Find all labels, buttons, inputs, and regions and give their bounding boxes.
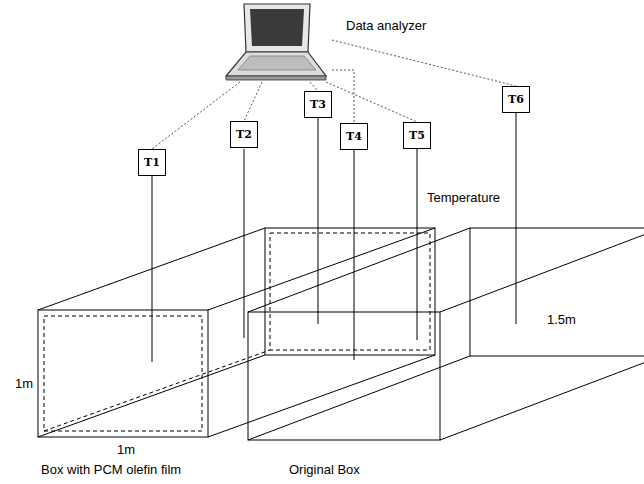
pcm-film-back <box>270 233 430 350</box>
box-back-face <box>265 228 435 355</box>
laptop-icon <box>222 2 332 82</box>
sensor-label: T2 <box>236 128 252 141</box>
sensor-label: T3 <box>310 98 326 111</box>
signal-line <box>332 70 354 123</box>
temperature-sensor: T4 <box>340 123 368 150</box>
temperature-sensor: T2 <box>230 121 258 148</box>
dimension-label: 1.5m <box>546 312 577 327</box>
box-caption: Box with PCM olefin film <box>40 462 182 477</box>
box-front-face <box>38 310 208 437</box>
original-box-front <box>248 312 440 440</box>
temperature-sensor: T5 <box>403 122 431 149</box>
data-analyzer: Data analyzer <box>222 2 332 82</box>
device-label: Data analyzer <box>346 18 426 33</box>
sensor-label: T5 <box>409 129 425 142</box>
signal-line <box>310 82 318 91</box>
quantity-label: Temperature <box>426 190 501 205</box>
signal-line <box>244 82 262 121</box>
dimension-label: 1m <box>116 442 136 457</box>
sensor-label: T1 <box>144 156 160 169</box>
original-box-back <box>470 228 644 356</box>
pcm-film-front <box>44 316 202 431</box>
signal-line <box>152 82 240 149</box>
signal-line <box>332 40 516 86</box>
box-caption: Original Box <box>288 462 361 477</box>
temperature-sensor: T1 <box>138 149 166 176</box>
sensor-label: T4 <box>346 130 362 143</box>
dimension-label: 1m <box>14 376 34 391</box>
signal-line <box>326 82 417 122</box>
temperature-sensor: T6 <box>502 86 530 113</box>
temperature-sensor: T3 <box>304 91 332 118</box>
sensor-label: T6 <box>508 93 524 106</box>
